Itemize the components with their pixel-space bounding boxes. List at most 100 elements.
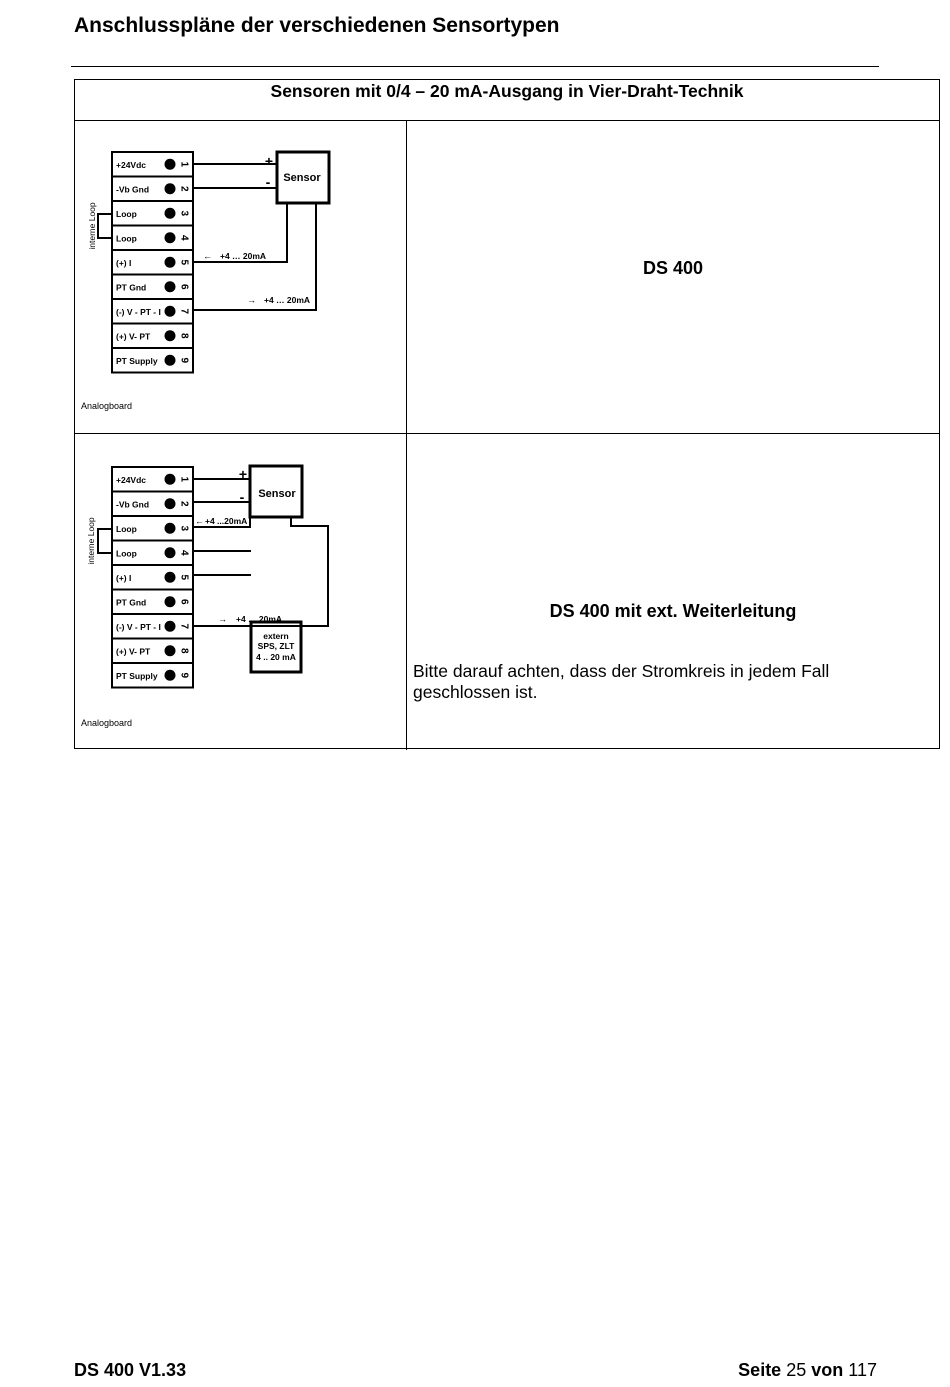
terminal-label: -Vb Gnd xyxy=(116,499,149,509)
terminal-label: PT Supply xyxy=(116,671,158,681)
terminal-number: 4 xyxy=(179,235,190,241)
terminal-cell xyxy=(111,347,194,374)
wire-signal-in xyxy=(193,517,251,528)
table-heading: Sensoren mit 0/4 – 20 mA-Ausgang in Vier… xyxy=(75,80,939,121)
title-rule xyxy=(71,66,879,67)
terminal-label: (+) I xyxy=(116,258,131,268)
page-title: Anschlusspläne der verschiedenen Sensort… xyxy=(74,14,560,37)
terminal-label: PT Gnd xyxy=(116,282,146,292)
terminal-screw xyxy=(164,522,176,534)
terminal-number: 2 xyxy=(179,501,190,507)
terminal-label: Loop xyxy=(116,233,137,243)
arrow-right-icon: → xyxy=(218,614,227,624)
terminal-screw xyxy=(164,158,176,170)
terminal-number: 8 xyxy=(179,648,190,654)
wire-signal-in xyxy=(193,203,288,263)
board-label: Analogboard xyxy=(81,401,132,411)
terminal-label: (+) V- PT xyxy=(116,331,151,341)
terminal-screw xyxy=(164,620,176,632)
terminal-label: +24Vdc xyxy=(116,160,146,170)
terminal-screw xyxy=(164,281,176,293)
loop-label: interne Loop xyxy=(87,202,97,250)
sensor-label: Sensor xyxy=(258,488,296,500)
terminal-number: 3 xyxy=(179,210,190,216)
terminal-label: (-) V - PT - I xyxy=(116,307,161,317)
terminal-screw xyxy=(164,571,176,583)
terminal-number: 6 xyxy=(179,284,190,290)
footer-of-word: von xyxy=(811,1360,844,1380)
terminal-number: 8 xyxy=(179,333,190,339)
terminal-screw xyxy=(164,669,176,681)
terminal-label: (+) V- PT xyxy=(116,646,151,656)
plus-sign: + xyxy=(265,153,273,169)
loop-bracket xyxy=(97,528,112,554)
terminal-label: Loop xyxy=(116,524,137,534)
terminal-label: +24Vdc xyxy=(116,475,146,485)
terminal-number: 6 xyxy=(179,599,190,605)
terminal-screw xyxy=(164,645,176,657)
terminal-screw xyxy=(164,183,176,195)
terminal-label: (-) V - PT - I xyxy=(116,622,161,632)
terminal-number: 4 xyxy=(179,550,190,556)
board-label: Analogboard xyxy=(81,718,132,728)
terminal-number: 9 xyxy=(179,672,190,678)
row-note: Bitte darauf achten, dass der Stromkreis… xyxy=(413,661,830,702)
footer-page-num: 25 xyxy=(786,1360,807,1380)
footer-page-total: 117 xyxy=(848,1360,877,1380)
terminal-screw xyxy=(164,354,176,366)
wire-signal-out xyxy=(193,203,317,311)
signal-in-label: +4 … 20mA xyxy=(220,251,266,261)
row-title: DS 400 xyxy=(642,258,704,278)
terminal-number: 1 xyxy=(179,476,190,482)
loop-label: interne Loop xyxy=(86,517,96,565)
terminal-number: 5 xyxy=(179,574,190,580)
terminal-screw xyxy=(164,498,176,510)
extern-label-2: SPS, ZLT xyxy=(258,641,295,651)
sensor-label: Sensor xyxy=(283,172,321,184)
terminal-number: 2 xyxy=(179,186,190,192)
footer-doc: DS 400 V1.33 xyxy=(74,1360,187,1380)
description-cell: DS 400 mit ext. Weiterleitung Bitte dara… xyxy=(407,434,939,750)
terminal-label: (+) I xyxy=(116,573,131,583)
terminal-screw xyxy=(164,547,176,559)
signal-out-label: +4 … 20mA xyxy=(264,295,310,305)
terminal-number: 7 xyxy=(179,308,190,314)
extern-label-3: 4 .. 20 mA xyxy=(256,652,296,662)
terminal-cell xyxy=(111,662,194,689)
minus-sign: - xyxy=(240,489,245,505)
terminal-screw xyxy=(164,473,176,485)
wire-signal-out xyxy=(193,517,329,627)
footer-page: Seite 25 von 117 xyxy=(738,1360,877,1381)
terminal-screw xyxy=(164,330,176,342)
terminal-label: PT Supply xyxy=(116,356,158,366)
sensor-box xyxy=(275,150,331,205)
terminal-label: Loop xyxy=(116,548,137,558)
terminal-screw xyxy=(164,305,176,317)
description-cell: DS 400 xyxy=(407,121,939,433)
arrow-left-icon: ← xyxy=(203,251,212,261)
terminal-label: -Vb Gnd xyxy=(116,184,149,194)
sensor-box xyxy=(248,464,304,519)
terminal-screw xyxy=(164,256,176,268)
plus-sign: + xyxy=(239,466,247,482)
arrow-left-icon: ← xyxy=(195,516,204,526)
footer-page-word: Seite xyxy=(738,1360,782,1380)
arrow-right-icon: → xyxy=(247,295,256,305)
extern-label-1: extern xyxy=(263,631,289,641)
wiring-table: Sensoren mit 0/4 – 20 mA-Ausgang in Vier… xyxy=(74,79,940,750)
terminal-number: 9 xyxy=(179,357,190,363)
terminal-screw xyxy=(164,207,176,219)
terminal-label: PT Gnd xyxy=(116,597,146,607)
minus-sign: - xyxy=(266,174,271,190)
terminal-number: 5 xyxy=(179,259,190,265)
terminal-screw xyxy=(164,596,176,608)
signal-in-label: +4 ...20mA xyxy=(205,516,247,526)
